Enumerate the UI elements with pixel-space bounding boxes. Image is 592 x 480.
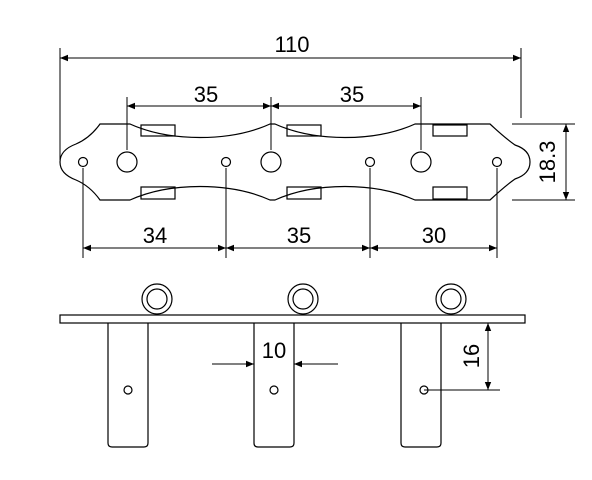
slot-bottom-2	[286, 186, 322, 200]
post-bushing-inner-3	[440, 288, 462, 310]
post-bushing-outer-3	[435, 283, 467, 315]
shaft-2	[253, 323, 295, 448]
post-bushing-inner-1	[146, 288, 168, 310]
screw-hole-2	[220, 156, 232, 168]
post-bushing-outer-2	[287, 283, 319, 315]
dim-label-16: 16	[459, 344, 484, 368]
shaft-1	[107, 323, 149, 448]
dim-label-35-c: 35	[287, 223, 311, 248]
base-plate-side	[59, 314, 526, 324]
dim-label-30: 30	[422, 223, 446, 248]
dim-label-18-3: 18.3	[535, 141, 560, 184]
screw-hole-3	[364, 156, 376, 168]
dim-label-34: 34	[143, 223, 167, 248]
slot-top-1	[140, 124, 176, 137]
slot-top-3	[432, 124, 468, 137]
dim-label-35-b: 35	[340, 82, 364, 107]
dim-label-35-a: 35	[194, 82, 218, 107]
post-hole-1	[116, 151, 138, 173]
dim-label-110: 110	[274, 32, 309, 57]
shaft-hole-2	[269, 385, 279, 395]
post-bushing-outer-1	[141, 283, 173, 315]
dim-label-10: 10	[262, 338, 286, 363]
screw-hole-4	[491, 156, 503, 168]
post-hole-2	[260, 151, 282, 173]
slot-bottom-3	[432, 186, 468, 200]
screw-hole-1	[77, 156, 89, 168]
slot-top-2	[286, 124, 322, 137]
shaft-3	[400, 323, 442, 448]
shaft-hole-1	[123, 385, 133, 395]
post-bushing-inner-2	[292, 288, 314, 310]
slot-bottom-1	[140, 186, 176, 200]
side-view: 10 16	[59, 283, 526, 448]
plate-outline	[59, 123, 531, 201]
post-hole-3	[410, 151, 432, 173]
top-view: 110 35 35 18.3 34 35 30	[59, 32, 575, 258]
